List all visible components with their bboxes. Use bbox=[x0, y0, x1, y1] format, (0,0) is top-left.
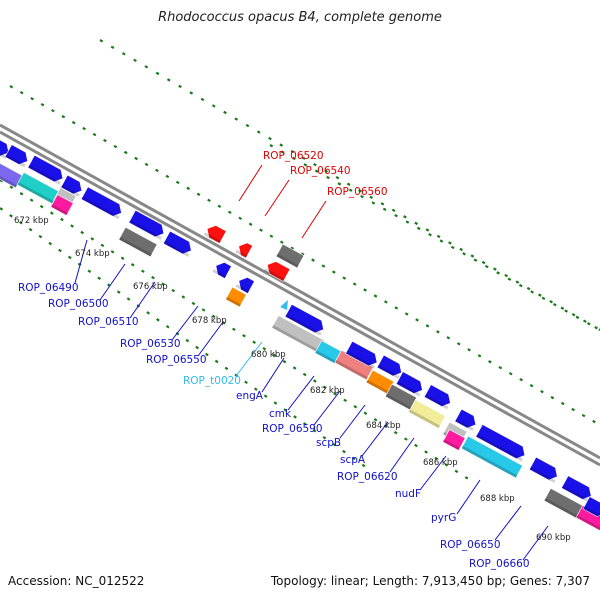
leader-line-rop_06530 bbox=[171, 305, 199, 341]
kbp-tick-label: 678 kbp bbox=[192, 316, 227, 326]
leader-line-rop_06650 bbox=[494, 505, 522, 541]
gene-block-y bbox=[561, 475, 592, 503]
gene-label-rop_06490: ROP_06490 bbox=[18, 282, 79, 294]
chromosome-backbone bbox=[0, 123, 600, 467]
gene-block-o bbox=[284, 303, 324, 336]
leader-line-rop_06520 bbox=[238, 164, 263, 202]
gene-label-rop_t0020: ROP_t0020 bbox=[183, 375, 241, 387]
trna-marker bbox=[280, 300, 288, 310]
gene-block-rop06560 bbox=[263, 261, 291, 282]
label-leader-lines bbox=[74, 164, 549, 561]
kbp-tick-label: 682 kbp bbox=[310, 386, 345, 396]
gene-block-c bbox=[27, 154, 64, 185]
gene-block-p bbox=[345, 340, 378, 369]
gene-labels: ROP_06520ROP_06540ROP_06560ROP_06490ROP_… bbox=[18, 150, 530, 570]
kbp-tick-label: 690 kbp bbox=[536, 533, 571, 543]
gene-block-a bbox=[0, 136, 10, 159]
gene-block-rop06540 bbox=[235, 242, 254, 259]
gene-label-rop_06500: ROP_06500 bbox=[48, 298, 109, 310]
leader-line-rop_06490 bbox=[74, 239, 88, 284]
leader-line-rop_06560 bbox=[301, 200, 327, 239]
gene-block-b bbox=[4, 144, 29, 168]
leader-line-rop_06660 bbox=[522, 525, 549, 561]
gene-block-rop06620 bbox=[408, 399, 446, 429]
genome-summary-text: Topology: linear; Length: 7,913,450 bp; … bbox=[270, 574, 590, 588]
gene-block-rop06660 bbox=[575, 504, 600, 538]
gene-block-q bbox=[376, 354, 402, 379]
gene-block-i bbox=[80, 186, 122, 220]
gene-block-u bbox=[442, 429, 466, 451]
gene-block-rop06550 bbox=[225, 286, 247, 308]
leader-line-pyrg bbox=[456, 479, 481, 515]
kbp-tick-label: 672 kbp bbox=[14, 216, 49, 226]
ruler-dotted-lines bbox=[0, 39, 600, 481]
gene-block-x bbox=[528, 456, 558, 483]
kbp-tick-label: 688 kbp bbox=[480, 494, 515, 504]
gene-block-pyrG bbox=[461, 435, 523, 479]
gene-label-scpb: scpB bbox=[316, 437, 341, 449]
gene-label-rop_06530: ROP_06530 bbox=[120, 338, 181, 350]
leader-line-scpa bbox=[361, 421, 389, 457]
ruler-dots-1 bbox=[0, 179, 471, 481]
kbp-tick-label: 686 kbp bbox=[423, 458, 458, 468]
leader-line-nudf bbox=[419, 455, 447, 491]
kbp-tick-label: 674 kbp bbox=[75, 249, 110, 259]
kbp-tick-labels: 672 kbp 674 kbp 676 kbp 678 kbp 680 kbp 682 k… bbox=[14, 216, 571, 543]
leader-line-rop_06500 bbox=[99, 263, 126, 301]
gene-block-r bbox=[395, 371, 423, 397]
gene-block-n bbox=[235, 277, 255, 294]
backbone-line-outer bbox=[0, 123, 600, 460]
kbp-tick-label: 676 kbp bbox=[133, 282, 168, 292]
gene-label-rop_06650: ROP_06650 bbox=[440, 539, 501, 551]
gene-label-rop_06550: ROP_06550 bbox=[146, 354, 207, 366]
leader-line-rop_t0020 bbox=[235, 341, 263, 377]
gene-block-k bbox=[162, 230, 192, 257]
gene-block-rop06650 bbox=[543, 487, 587, 521]
gene-label-pyrg: pyrG bbox=[431, 512, 456, 524]
gene-block-v bbox=[454, 408, 477, 431]
gene-label-enga: engA bbox=[236, 390, 264, 402]
gene-block-j bbox=[128, 209, 165, 240]
gene-label-rop_06590: ROP_06590 bbox=[262, 423, 323, 435]
gene-label-cmk: cmk bbox=[269, 408, 292, 420]
ruler-dots-4 bbox=[99, 39, 600, 331]
leader-line-rop_06590 bbox=[313, 390, 341, 426]
gene-label-rop_06660: ROP_06660 bbox=[469, 558, 530, 570]
gene-label-rop_06540: ROP_06540 bbox=[290, 165, 351, 177]
leader-line-cmk bbox=[287, 375, 315, 411]
leader-line-enga bbox=[261, 357, 285, 393]
gene-features bbox=[0, 136, 600, 538]
gene-label-scpa: scpA bbox=[340, 454, 366, 466]
gene-label-rop_06520: ROP_06520 bbox=[263, 150, 324, 162]
gene-block-w bbox=[475, 424, 526, 462]
gene-block-m bbox=[275, 243, 305, 269]
gene-block-rop06520 bbox=[203, 225, 227, 244]
gene-label-rop_06560: ROP_06560 bbox=[327, 186, 388, 198]
accession-text: Accession: NC_012522 bbox=[8, 574, 145, 588]
leader-line-rop_06620 bbox=[389, 437, 415, 473]
kbp-tick-label: 680 kbp bbox=[251, 350, 286, 360]
gene-block-s bbox=[423, 384, 451, 410]
leader-line-rop_06550 bbox=[197, 321, 224, 357]
gene-block-l bbox=[118, 226, 158, 258]
gene-label-rop_06510: ROP_06510 bbox=[78, 316, 139, 328]
gene-block-h bbox=[50, 194, 74, 216]
gene-block-d bbox=[60, 174, 83, 197]
gene-label-nudf: nudF bbox=[395, 488, 421, 500]
gene-block-rop06530 bbox=[212, 262, 232, 279]
gene-block-e bbox=[0, 159, 23, 189]
genome-title: Rhodococcus opacus B4, complete genome bbox=[158, 10, 442, 25]
backbone-line-inner bbox=[0, 130, 600, 467]
leader-line-scpb bbox=[339, 404, 366, 439]
leader-line-rop_06540 bbox=[264, 179, 290, 217]
gene-label-rop_06620: ROP_06620 bbox=[337, 471, 398, 483]
leader-line-rop_06510 bbox=[129, 281, 156, 319]
gene-block-cmk bbox=[314, 340, 342, 364]
kbp-tick-label: 684 kbp bbox=[366, 421, 401, 431]
